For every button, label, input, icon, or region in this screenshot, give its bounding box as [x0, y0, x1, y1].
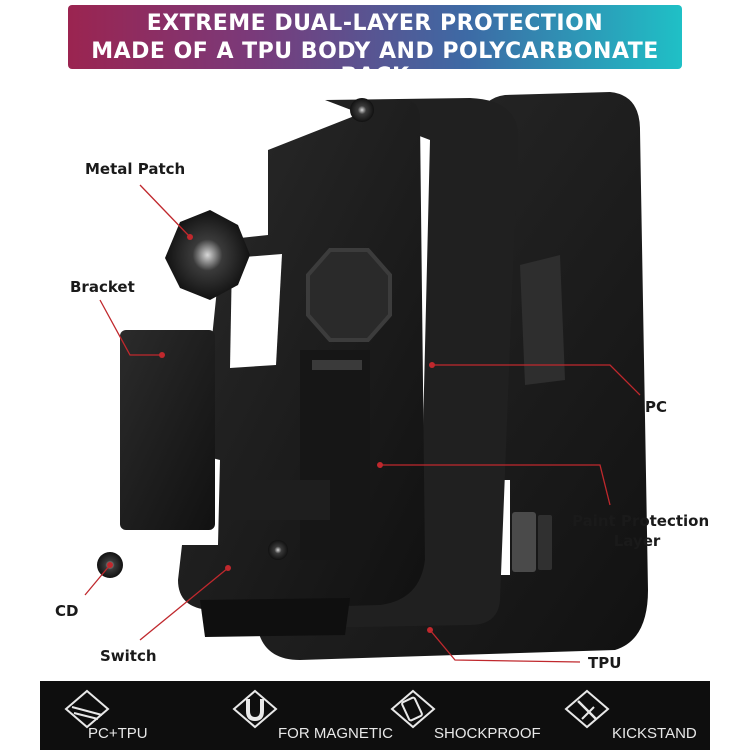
label-cd: CD	[55, 602, 79, 620]
feature-label-kickstand: KICKSTAND	[612, 725, 697, 742]
feature-magnetic: FOR MAGNETIC	[220, 681, 393, 750]
kickstand-icon	[564, 689, 610, 729]
header-banner: EXTREME DUAL-LAYER PROTECTION MADE OF A …	[68, 5, 682, 89]
octagon-ring-mount	[306, 248, 392, 342]
feature-shockproof: SHOCKPROOF	[390, 681, 541, 750]
switch-knob	[268, 540, 288, 560]
pc-dot	[429, 362, 435, 368]
pc-shell	[305, 98, 565, 628]
exploded-case-illustration	[84, 92, 648, 663]
shield-phone-icon	[390, 689, 436, 729]
label-paint-protection-line2: Layer	[613, 532, 661, 550]
callout-lines	[84, 184, 641, 663]
banner-title: EXTREME DUAL-LAYER PROTECTION	[146, 11, 604, 36]
label-paint-protection-line1: Paint Protection	[572, 512, 710, 530]
label-switch: Switch	[100, 647, 157, 665]
front-case	[178, 99, 425, 637]
tpu-dot	[427, 627, 433, 633]
layers-icon	[64, 689, 110, 729]
label-metal-patch: Metal Patch	[85, 160, 186, 178]
feature-kickstand: KICKSTAND	[550, 681, 710, 750]
paint-dot	[377, 462, 383, 468]
top-knob	[350, 98, 374, 122]
feature-label-shockproof: SHOCKPROOF	[434, 725, 541, 742]
kickstand-frame	[300, 350, 370, 560]
feature-label-magnetic: FOR MAGNETIC	[278, 725, 393, 742]
camera-cutout	[230, 254, 282, 368]
feature-pc-tpu: PC+TPU	[54, 681, 194, 750]
magnet-icon	[232, 689, 278, 729]
bottom-stand-plate	[200, 598, 350, 637]
tpu-button-bumpers	[512, 512, 536, 572]
feature-label-pc-tpu: PC+TPU	[88, 725, 148, 742]
label-tpu: TPU	[588, 654, 622, 672]
banner-subtitle: MADE OF A TPU BODY AND POLYCARBONATE BAC…	[91, 39, 659, 89]
feature-bar: PC+TPU FOR MAGNETIC SHOCKPROOF KICKSTAND	[40, 681, 710, 750]
label-pc: PC	[645, 398, 668, 416]
pc-kickstand-slot	[520, 255, 565, 385]
label-paint-protection: Paint Protection Layer	[572, 512, 710, 550]
bracket-part	[120, 330, 215, 530]
label-bracket: Bracket	[70, 278, 135, 296]
